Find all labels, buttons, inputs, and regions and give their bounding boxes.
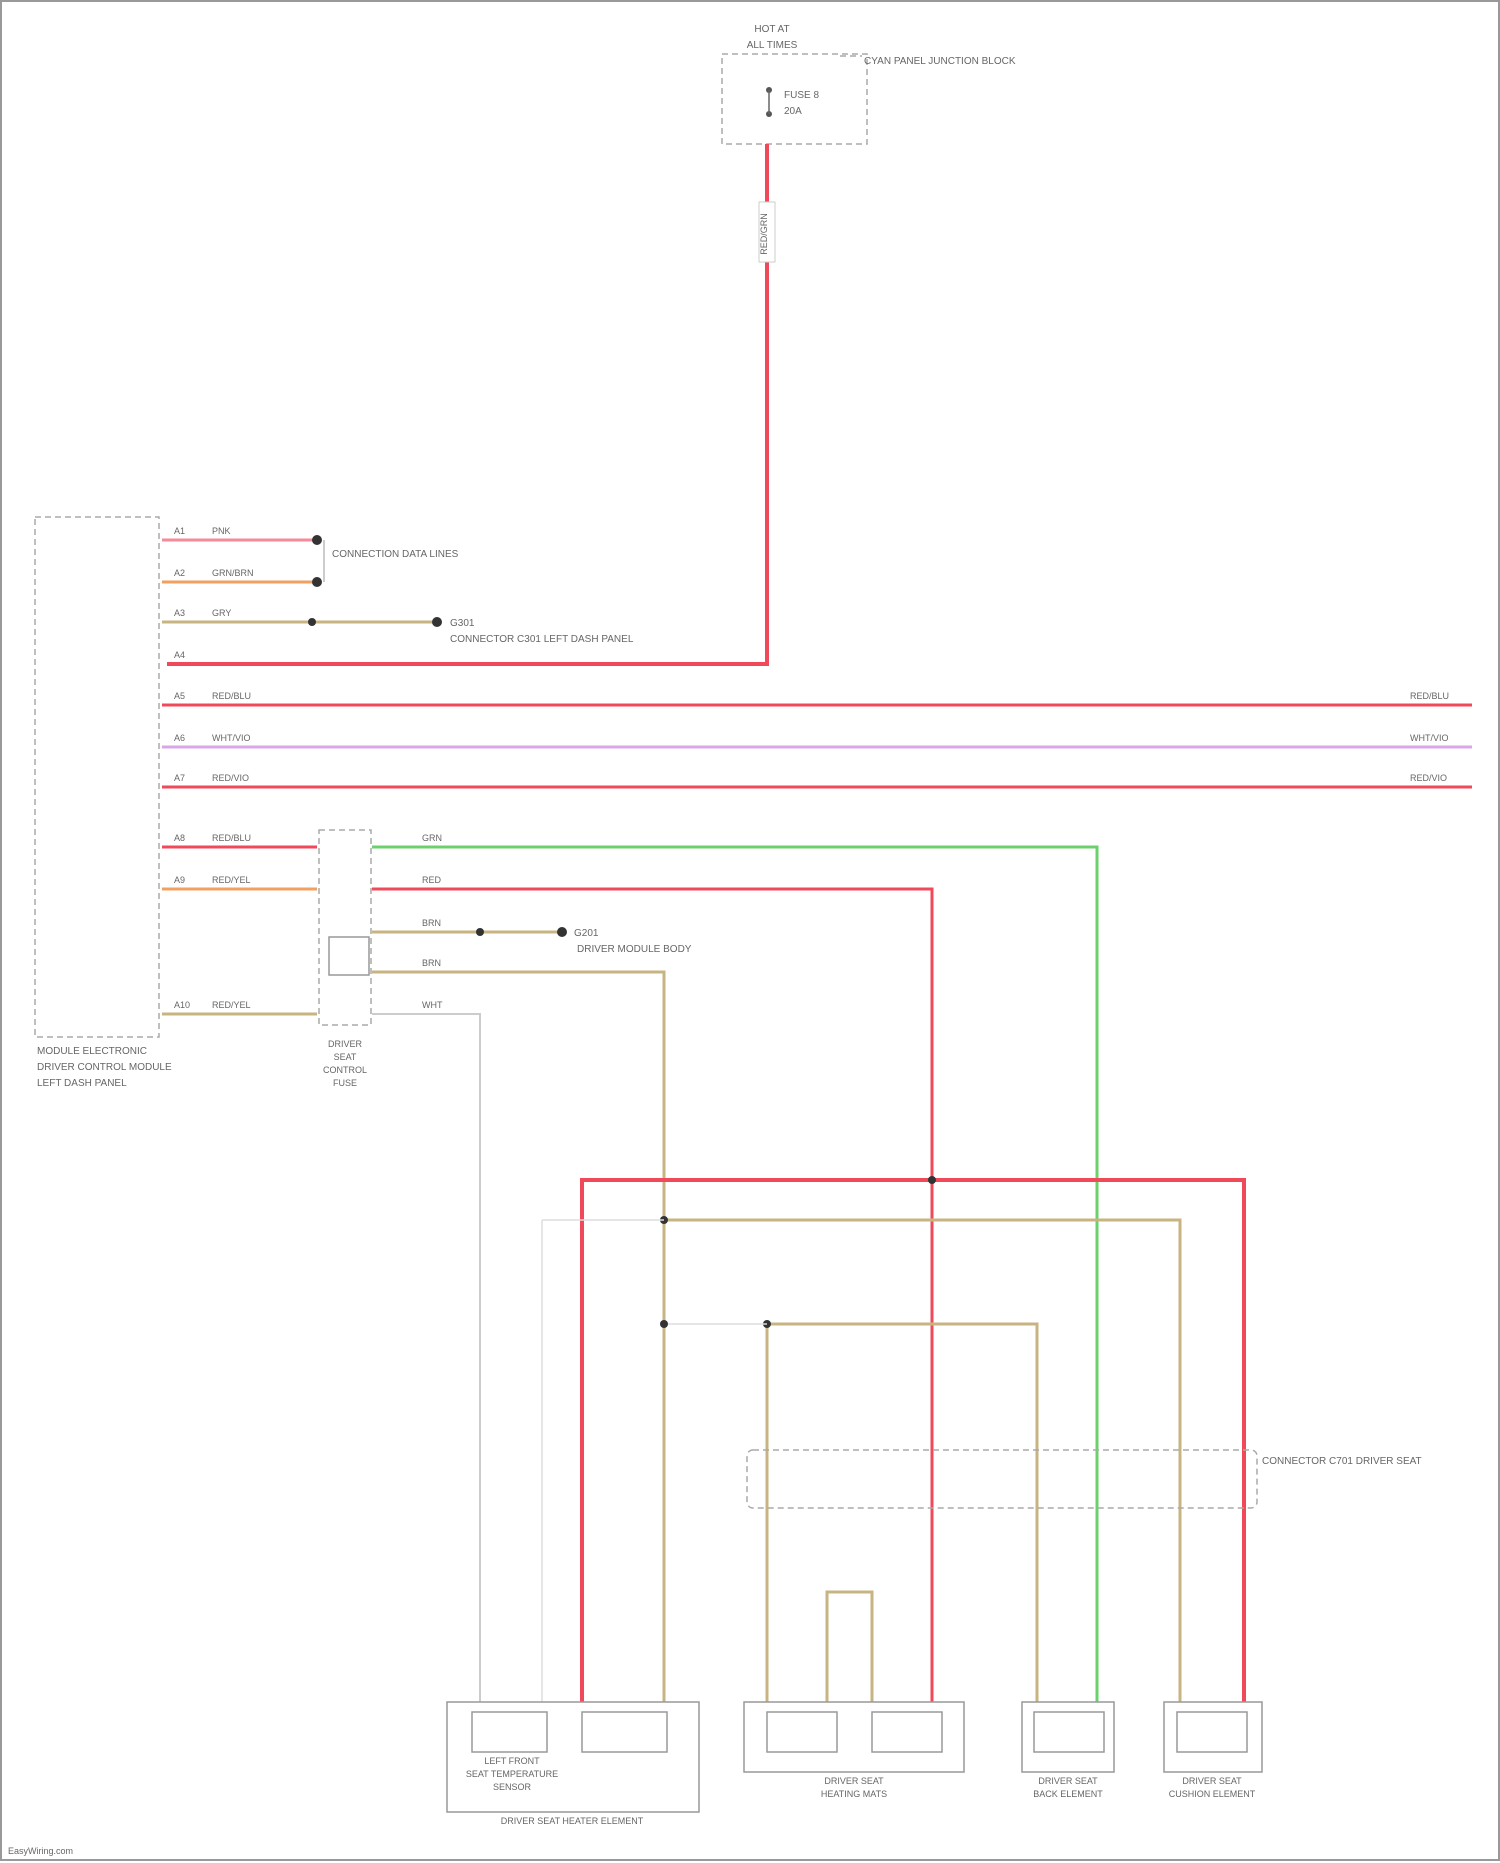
seat-control-block: DRIVER SEAT CONTROL FUSE: [319, 830, 371, 1088]
tan-output-wire: [372, 972, 664, 1702]
ground-g301: G301: [450, 618, 475, 629]
comp1-line1: LEFT FRONT: [484, 1756, 540, 1766]
top-fuse-block: HOT AT ALL TIMES CYAN PANEL JUNCTION BLO…: [722, 24, 1016, 144]
pin-a2: A2: [174, 568, 185, 578]
lower-buses: [542, 1176, 1244, 1702]
ground-g301-dot: [432, 617, 442, 627]
code-a7: RED/VIO: [212, 773, 249, 783]
splice-g201: [476, 928, 484, 936]
hot-at-text: HOT AT: [754, 24, 789, 35]
pin-a9: A9: [174, 875, 185, 885]
pin-a8: A8: [174, 833, 185, 843]
module-name-line1: MODULE ELECTRONIC: [37, 1046, 147, 1057]
right-out-3: RED/VIO: [1410, 773, 1447, 783]
pin-a4: A4: [174, 650, 185, 660]
code-a1: PNK: [212, 526, 231, 536]
ground-g201-desc: DRIVER MODULE BODY: [577, 944, 692, 955]
pin-a1: A1: [174, 526, 185, 536]
comp2-line2: HEATING MATS: [821, 1789, 887, 1799]
back-element-inner: [1034, 1712, 1104, 1752]
ground-g201-dot: [557, 927, 567, 937]
seat-control-outputs: GRN RED BRN G201 DRIVER MODULE BODY BRN …: [372, 833, 1097, 1702]
white-output-wire: [372, 1014, 480, 1702]
module-name-line2: DRIVER CONTROL MODULE: [37, 1062, 172, 1073]
fuse-name: FUSE 8: [784, 90, 819, 101]
heating-mat-2: [872, 1712, 942, 1752]
fuse-amps: 20A: [784, 106, 802, 117]
module-wires: A1 PNK A2 GRN/BRN CONNECTION DATA LINES …: [162, 526, 1472, 1014]
ground-g301-label: CONNECTOR C301 LEFT DASH PANEL: [450, 634, 634, 645]
comp1-group: DRIVER SEAT HEATER ELEMENT: [501, 1816, 644, 1826]
comp1-line2: SEAT TEMPERATURE: [466, 1769, 558, 1779]
bottom-components: LEFT FRONT SEAT TEMPERATURE SENSOR DRIVE…: [447, 1702, 1262, 1826]
tan-lower-bus: [767, 1324, 1037, 1702]
comp3-line2: BACK ELEMENT: [1033, 1789, 1103, 1799]
feed-wire-code: RED/GRN: [759, 213, 769, 255]
connector-label: CONNECTOR C701 DRIVER SEAT: [1262, 1456, 1422, 1467]
pin-a10: A10: [174, 1000, 190, 1010]
seat-control-line1: DRIVER: [328, 1039, 363, 1049]
splice-a2: [312, 577, 322, 587]
code-a5: RED/BLU: [212, 691, 251, 701]
splice-a1: [312, 535, 322, 545]
seat-control-line2: SEAT: [334, 1052, 357, 1062]
pin-a7: A7: [174, 773, 185, 783]
brn-label: BRN: [422, 918, 441, 928]
comp4-line2: CUSHION ELEMENT: [1169, 1789, 1256, 1799]
footer-credit: EasyWiring.com: [8, 1846, 73, 1856]
cushion-element-inner: [1177, 1712, 1247, 1752]
heater-element-box: [582, 1712, 667, 1752]
heating-mat-1: [767, 1712, 837, 1752]
code-a8: RED/BLU: [212, 833, 251, 843]
pin-a5: A5: [174, 691, 185, 701]
brn2-label: BRN: [422, 958, 441, 968]
temp-sensor-box: [472, 1712, 547, 1752]
heater-jumper: [827, 1592, 872, 1702]
code-a2: GRN/BRN: [212, 568, 254, 578]
ground-g201: G201: [574, 928, 599, 939]
right-out-1: RED/BLU: [1410, 691, 1449, 701]
connector-c701: CONNECTOR C701 DRIVER SEAT: [747, 1450, 1422, 1508]
code-a9: RED/YEL: [212, 875, 251, 885]
module-name-line3: LEFT DASH PANEL: [37, 1078, 127, 1089]
red-bus-splice: [928, 1176, 936, 1184]
code-a10: RED/YEL: [212, 1000, 251, 1010]
fuse-feed-wire: RED/GRN: [167, 144, 775, 664]
driver-control-module: MODULE ELECTRONIC DRIVER CONTROL MODULE …: [35, 517, 172, 1089]
comp2-line1: DRIVER SEAT: [824, 1776, 884, 1786]
comp1-line3: SENSOR: [493, 1782, 532, 1792]
comp3-line1: DRIVER SEAT: [1038, 1776, 1098, 1786]
comp4-line1: DRIVER SEAT: [1182, 1776, 1242, 1786]
splice-a3: [308, 618, 316, 626]
seat-control-line4: FUSE: [333, 1078, 357, 1088]
red-feed-path: [167, 144, 767, 664]
wht-label: WHT: [422, 1000, 443, 1010]
seat-control-relay: [329, 937, 369, 975]
right-out-2: WHT/VIO: [1410, 733, 1449, 743]
grey-lower-splice: [660, 1320, 668, 1328]
seat-control-box: [319, 830, 371, 1025]
tan-bus: [664, 1220, 1180, 1702]
pin-a3: A3: [174, 608, 185, 618]
red-label: RED: [422, 875, 442, 885]
pin-a6: A6: [174, 733, 185, 743]
red-output-wire: [372, 889, 932, 1702]
red-bus: [582, 1180, 1244, 1702]
all-times-text: ALL TIMES: [747, 40, 798, 51]
fuse-panel-name: CYAN PANEL JUNCTION BLOCK: [864, 56, 1016, 67]
seat-control-line3: CONTROL: [323, 1065, 367, 1075]
code-a6: WHT/VIO: [212, 733, 251, 743]
data-lines-label: CONNECTION DATA LINES: [332, 549, 459, 560]
module-box: [35, 517, 159, 1037]
grn-label: GRN: [422, 833, 442, 843]
code-a3: GRY: [212, 608, 231, 618]
